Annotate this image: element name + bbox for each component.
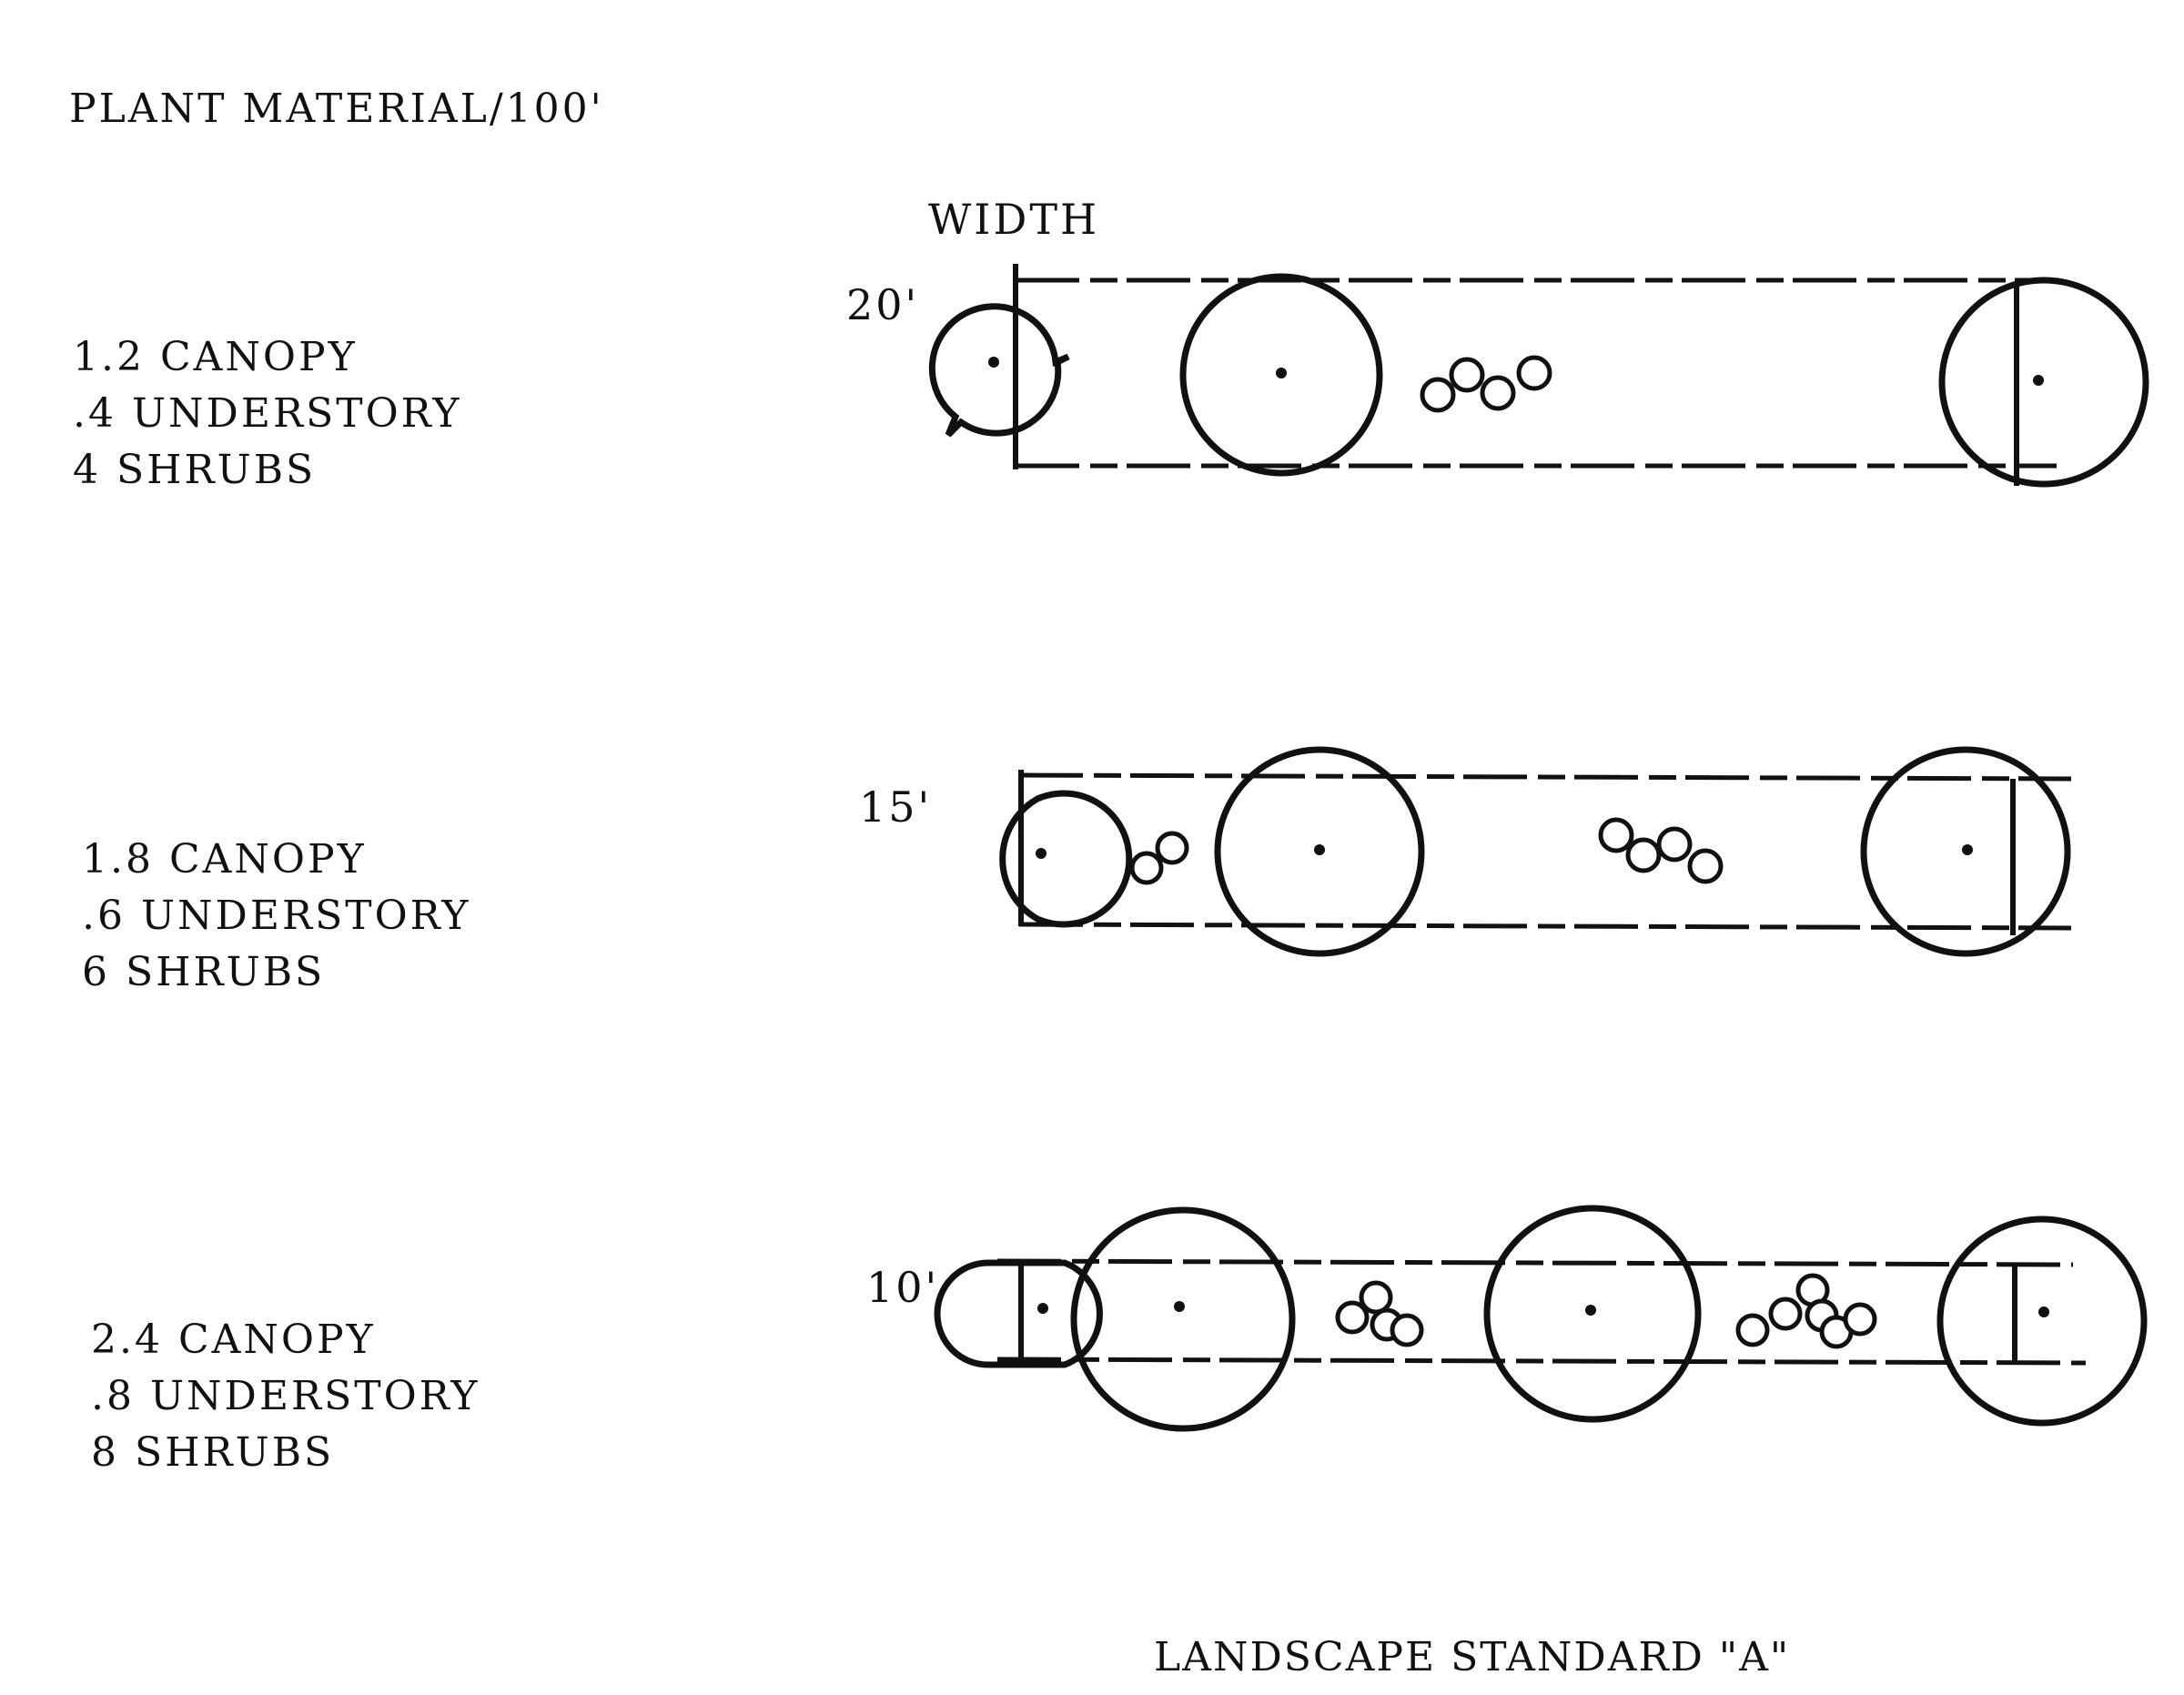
shrub-icon: [1625, 837, 1662, 873]
understory-tree-icon: [928, 303, 1070, 438]
canopy-tree-icon: [1936, 1216, 2148, 1427]
shrub-icon: [1155, 831, 1189, 865]
strip-width-20: 20': [846, 280, 920, 329]
row-2-quantities: 1.8 CANOPY .6 UNDERSTORY 6 SHRUBS: [82, 832, 470, 1001]
row-2-canopy: 1.8 CANOPY: [82, 836, 367, 883]
shrub-icon: [1843, 1302, 1877, 1337]
understory-tree-icon: [999, 790, 1133, 928]
shrub-icon: [1335, 1300, 1370, 1335]
tree-center-dot: [1314, 844, 1325, 855]
strip-width-15: 15': [859, 782, 933, 832]
strip-15-top-edge: [1018, 772, 2072, 782]
row-2-shrubs: 6 SHRUBS: [82, 949, 326, 995]
shrub-icon: [1656, 826, 1693, 863]
plant-material-title: PLANT MATERIAL/100': [69, 86, 604, 132]
shrub-icon: [1129, 851, 1164, 885]
canopy-tree-icon: [1860, 746, 2071, 957]
row-3-quantities: 2.4 CANOPY .8 UNDERSTORY 8 SHRUBS: [91, 1312, 480, 1481]
tree-center-dot: [1036, 848, 1046, 859]
row-1-understory: .4 UNDERSTORY: [73, 390, 462, 437]
shrub-icon: [1420, 377, 1456, 413]
strip-15-bottom-edge: [1018, 922, 2072, 931]
strip-10-bottom-edge: [996, 1357, 2087, 1366]
canopy-tree-icon: [1938, 277, 2149, 488]
shrub-icon: [1390, 1313, 1424, 1347]
tree-center-dot: [1276, 368, 1287, 378]
shrub-icon: [1480, 375, 1516, 411]
canopy-tree-icon: [1070, 1206, 1296, 1432]
tree-center-dot: [1037, 1303, 1048, 1314]
canopy-tree-icon: [1483, 1205, 1702, 1423]
row-3-canopy: 2.4 CANOPY: [91, 1317, 376, 1363]
tree-center-dot: [1962, 844, 1973, 855]
row-1-quantities: 1.2 CANOPY .4 UNDERSTORY 4 SHRUBS: [73, 329, 461, 499]
tree-center-dot: [2038, 1307, 2049, 1317]
width-label: WIDTH: [928, 195, 1100, 244]
diagram-caption: LANDSCAPE STANDARD "A": [1154, 1634, 1791, 1680]
canopy-tree-icon: [1214, 746, 1425, 957]
shrub-icon: [1359, 1280, 1393, 1315]
row-1-canopy: 1.2 CANOPY: [73, 334, 358, 380]
tree-center-dot: [2033, 375, 2044, 386]
tree-center-dot: [1585, 1305, 1596, 1316]
tree-center-dot: [1174, 1301, 1185, 1312]
strip-10-diagram: [934, 1205, 2148, 1432]
row-3-shrubs: 8 SHRUBS: [91, 1429, 335, 1476]
shrub-icon: [1516, 355, 1552, 391]
row-1-shrubs: 4 SHRUBS: [73, 447, 317, 493]
shrub-icon: [1768, 1296, 1803, 1331]
strip-20-diagram: [928, 264, 2149, 488]
shrub-icon: [1735, 1313, 1770, 1347]
row-2-understory: .6 UNDERSTORY: [82, 893, 471, 939]
understory-tree-icon: [934, 1259, 1103, 1368]
shrub-icon: [1687, 848, 1724, 884]
shrub-icon: [1598, 817, 1634, 853]
shrub-icon: [1449, 357, 1485, 393]
row-3-understory: .8 UNDERSTORY: [91, 1373, 480, 1419]
canopy-tree-icon: [1179, 273, 1383, 477]
tree-center-dot: [988, 357, 999, 368]
strip-15-diagram: [999, 746, 2072, 957]
strip-width-10: 10': [866, 1263, 940, 1312]
strip-10-top-edge: [996, 1258, 2074, 1267]
